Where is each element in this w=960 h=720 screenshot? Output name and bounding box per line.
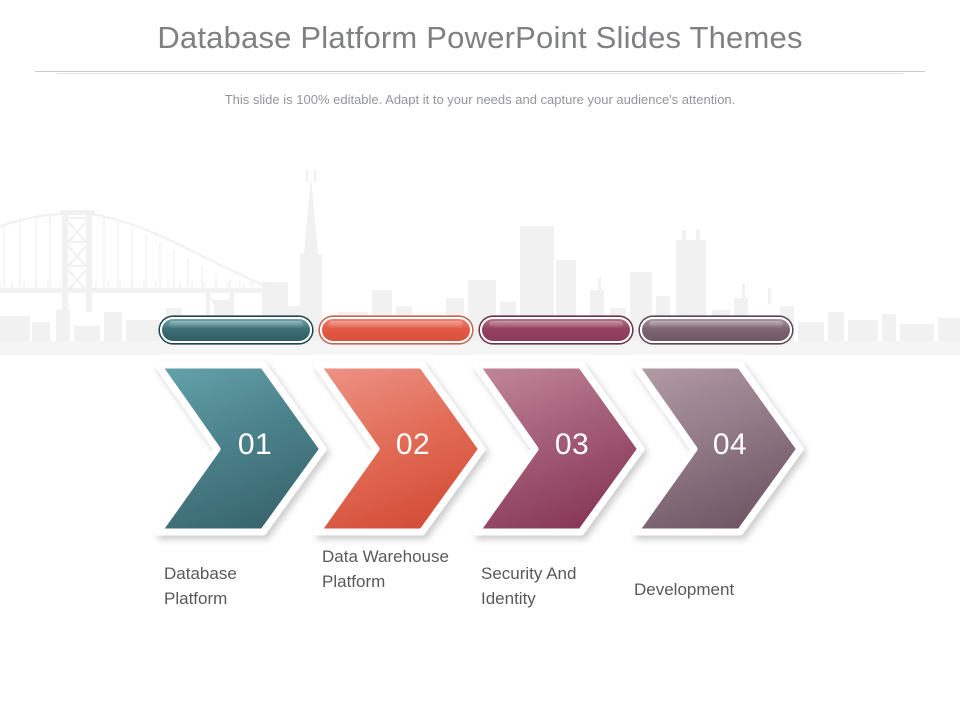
title-divider	[35, 71, 925, 74]
chevron-number-3: 03	[554, 428, 590, 461]
step-label-1: Database Platform	[164, 564, 237, 608]
step-label-2: Data Warehouse Platform	[322, 547, 449, 591]
step-label-3: Security And Identity	[481, 564, 577, 608]
skyline-ground-band	[0, 341, 960, 355]
city-skyline-background	[0, 170, 960, 345]
step-label-4: Development	[634, 580, 735, 599]
chevron-number-2: 02	[395, 428, 431, 461]
page-title: Database Platform PowerPoint Slides Them…	[157, 20, 803, 55]
step-pill-4[interactable]	[640, 317, 792, 343]
step-pill-2[interactable]	[320, 317, 472, 343]
chevron-number-4: 04	[712, 428, 748, 461]
chevron-number-1: 01	[237, 428, 273, 461]
step-pill-1[interactable]	[160, 317, 312, 343]
page-subtitle: This slide is 100% editable. Adapt it to…	[224, 92, 736, 107]
step-pill-3[interactable]	[480, 317, 632, 343]
